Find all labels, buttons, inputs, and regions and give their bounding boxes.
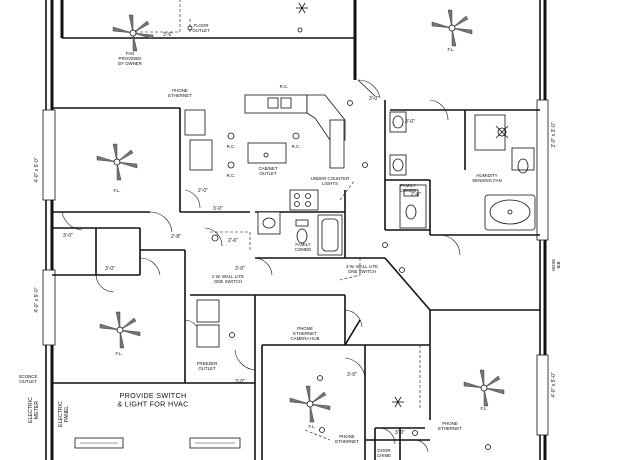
tag-fl: F.L. <box>115 351 122 356</box>
fixture-tags: F.L. F.L. F.L. F.L. F.L. R.C. R.C. R.C. … <box>113 47 487 429</box>
ceiling-fans <box>96 2 509 423</box>
dimension-labels: 3'-6" 3'-0" 3'-0" 3'-0" 2'-6" 2'-0" 3'-0… <box>34 32 557 436</box>
fan-icon <box>96 143 138 181</box>
label-electric-panel: ELECTRICPANEL <box>58 401 70 427</box>
dim-left-window-b: 4'-0" x 5'-0" <box>34 287 40 312</box>
lights <box>187 25 491 450</box>
fan-icon <box>431 9 473 47</box>
dim-closet-r: 3'-0" <box>105 266 115 272</box>
label-provide-switch: PROVIDE SWITCH& LIGHT FOR HVAC <box>117 391 188 408</box>
label-hose-bib: HOSEBIB <box>551 259 561 272</box>
dim-right-window-b: 4'-0" x 5'-0" <box>551 372 557 397</box>
dim-closet-l: 3'-0" <box>63 233 73 239</box>
tag-fl: F.L. <box>480 406 487 411</box>
dim-28: 2'-8" <box>171 234 181 240</box>
fan-icon <box>463 369 505 407</box>
hvac-vents <box>74 437 241 449</box>
fan-icon <box>99 311 141 349</box>
kitchen <box>184 94 346 348</box>
tag-rc: R.C. <box>227 144 236 149</box>
label-electric-meter: ELECTRICMETER <box>28 397 40 423</box>
dim-bath: 3'-0" <box>405 119 415 125</box>
exterior-walls <box>42 0 549 460</box>
dim-side: 2'-6" <box>411 192 421 198</box>
dim-kitchen: 3'-0" <box>369 96 379 102</box>
dim-hall: 3'-0" <box>213 206 223 212</box>
tag-fl: F.L. <box>113 188 120 193</box>
dim-bottom: 3'-0" <box>235 379 245 385</box>
fan-icon <box>112 14 154 52</box>
tag-rc: R.C. <box>280 84 289 89</box>
wiring <box>130 0 421 441</box>
exhaust-fan-icon <box>495 125 509 139</box>
tag-fl: F.L. <box>308 424 315 429</box>
fan-icon <box>289 385 331 423</box>
dim-left-window-a: 4'-0" x 5'-0" <box>34 157 40 182</box>
dim-mid: 3'-0" <box>347 372 357 378</box>
dim-br: 3'-0" <box>395 430 405 436</box>
snowflake-icon <box>296 2 308 14</box>
tag-fl: F.L. <box>447 47 454 52</box>
dim-laundry: 3'-0" <box>235 266 245 272</box>
doors <box>61 79 461 453</box>
dim-top: 3'-6" <box>163 32 173 38</box>
dim-20: 2'-0" <box>198 188 208 194</box>
bath-fixtures <box>389 111 536 231</box>
dim-right-window-a: 3'-0" x 3'-0" <box>551 122 557 147</box>
tag-rc: R.C. <box>292 144 301 149</box>
tag-rc: R.C. <box>227 173 236 178</box>
snowflake-icon <box>392 396 404 408</box>
dim-26: 2'-6" <box>228 238 238 244</box>
